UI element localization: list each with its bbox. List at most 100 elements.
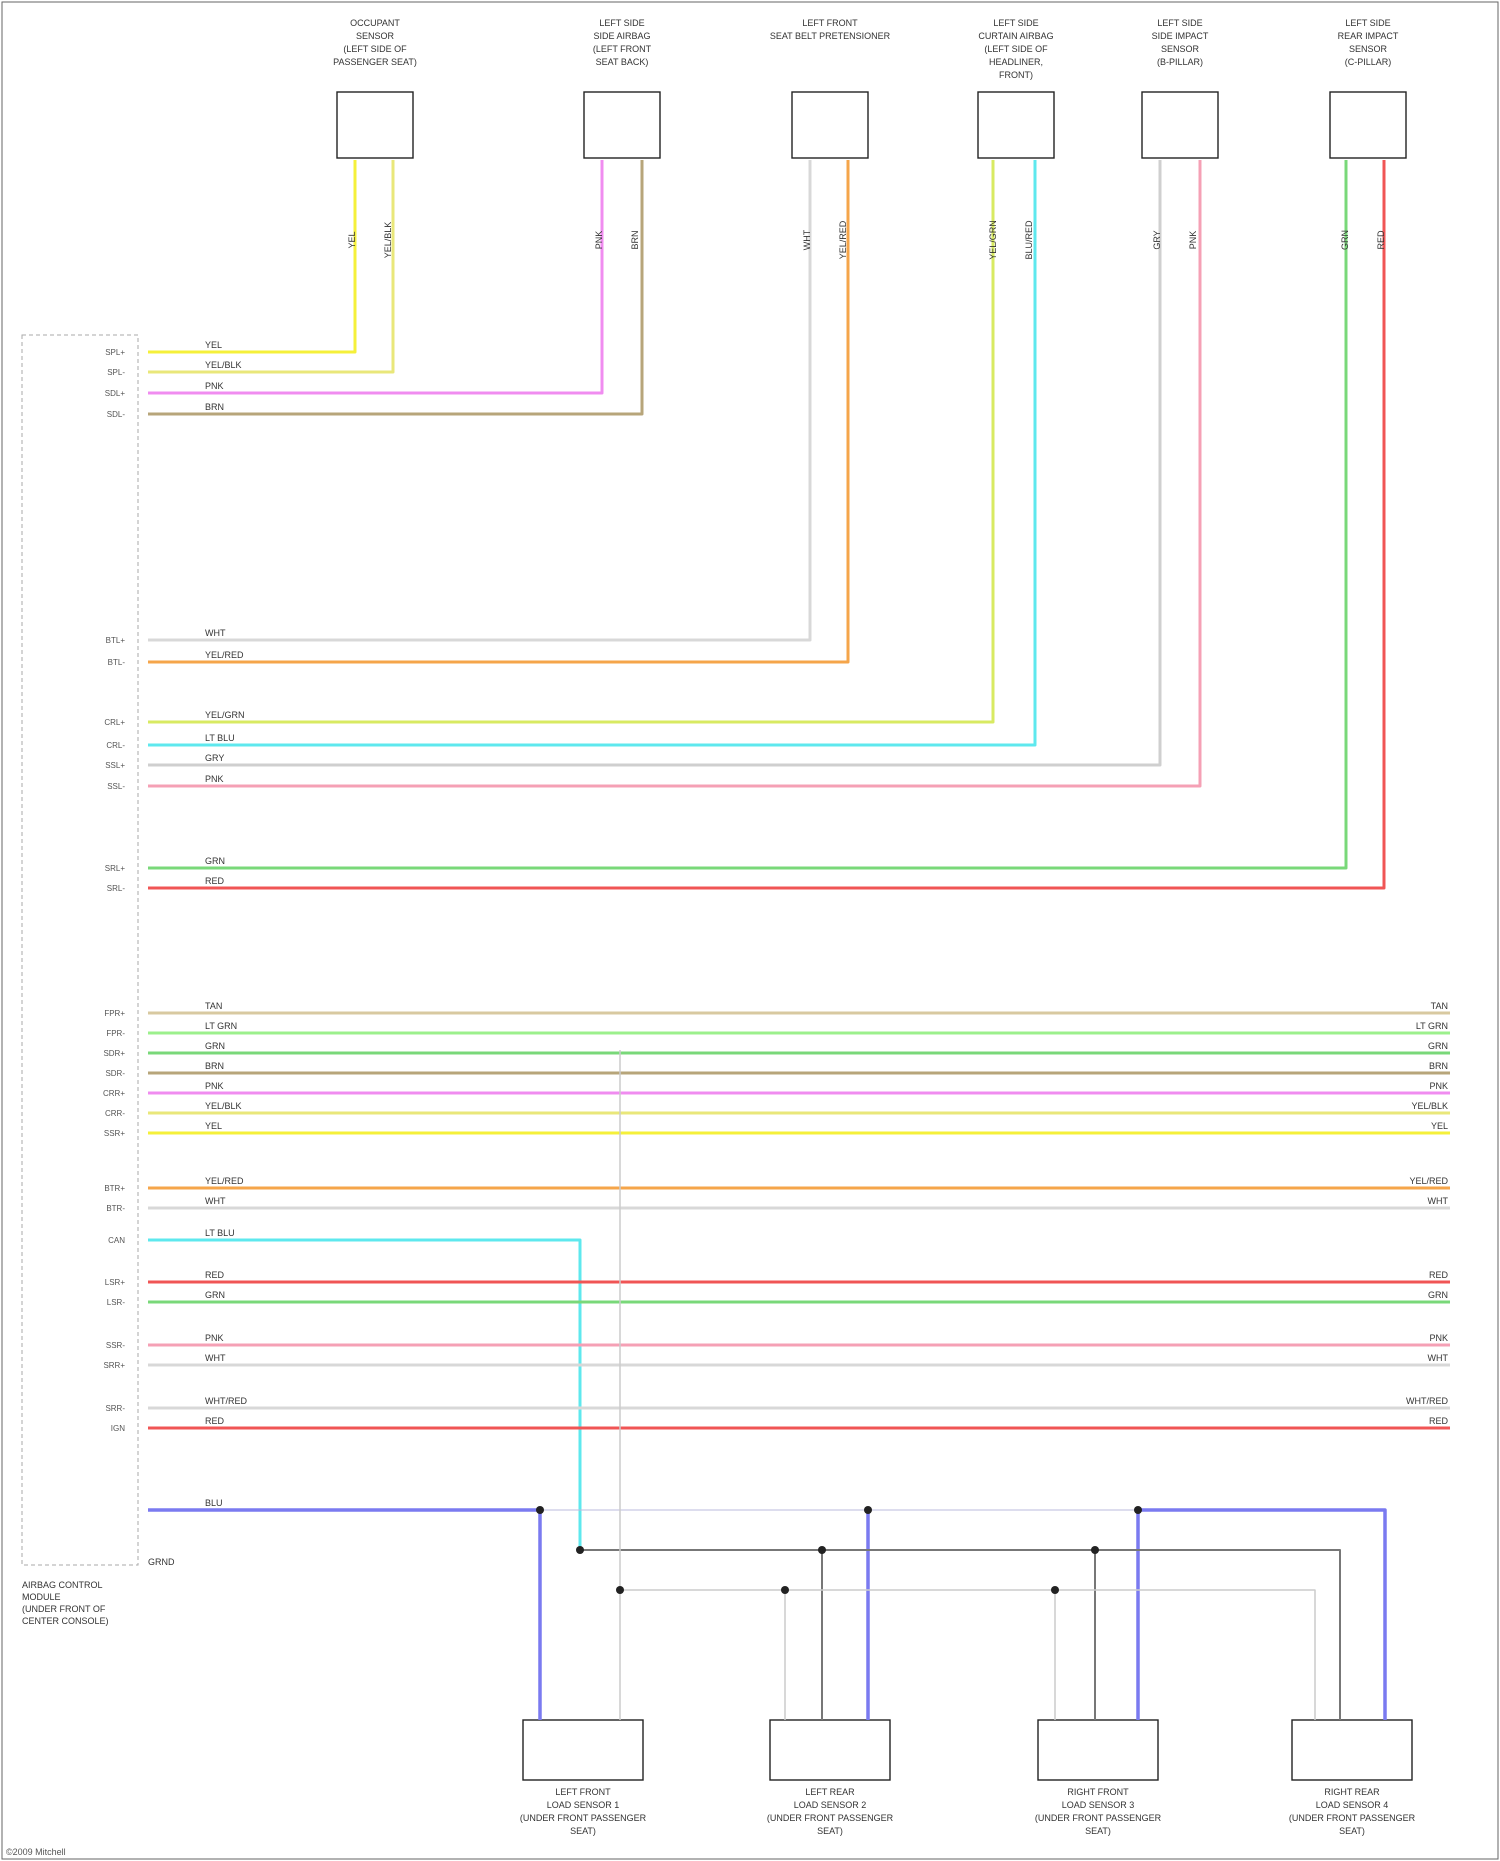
lower-wire-left-label: GRN — [205, 1290, 225, 1300]
top-component-label: SEAT BACK) — [596, 57, 649, 67]
upper-pin-name: CRL+ — [104, 718, 125, 727]
top-wire-label: YEL/RED — [838, 220, 848, 259]
load-sensor-label: (UNDER FRONT PASSENGER — [1035, 1813, 1162, 1823]
upper-pin-name: SSL- — [107, 782, 125, 791]
upper-wire-w1 — [148, 160, 355, 352]
lower-wire-right-label: YEL/BLK — [1411, 1101, 1448, 1111]
load-sensor-box — [1038, 1720, 1158, 1780]
top-component-label: (LEFT SIDE OF — [984, 44, 1048, 54]
top-component-label: LEFT SIDE — [1157, 18, 1202, 28]
load-sensor-label: SEAT) — [817, 1826, 843, 1836]
top-component-box — [792, 92, 868, 158]
splice-dot — [616, 1586, 624, 1594]
footer-text: ©2009 Mitchell — [6, 1847, 66, 1857]
module-label: AIRBAG CONTROL — [22, 1580, 103, 1590]
splice-dot — [576, 1546, 584, 1554]
top-component-label: OCCUPANT — [350, 18, 400, 28]
upper-wire-label: BRN — [205, 402, 224, 412]
upper-pin-name: SDL- — [107, 410, 126, 419]
lower-wire-right-label: GRN — [1428, 1290, 1448, 1300]
splice-dot — [536, 1506, 544, 1514]
top-wire-label: GRN — [1340, 230, 1350, 250]
lower-wire-right-label: WHT — [1428, 1353, 1449, 1363]
top-component-label: REAR IMPACT — [1338, 31, 1399, 41]
lower-wire-left-label: YEL — [205, 1121, 222, 1131]
top-component-label: LEFT SIDE — [993, 18, 1038, 28]
top-component-box — [1330, 92, 1406, 158]
top-component-label: FRONT) — [999, 70, 1033, 80]
lower-wire-right-label: WHT/RED — [1406, 1396, 1448, 1406]
top-wire-label: GRY — [1152, 230, 1162, 249]
upper-wire-w8 — [148, 160, 1035, 745]
module-label: MODULE — [22, 1592, 61, 1602]
lower-wire-left-label: LT BLU — [205, 1228, 235, 1238]
lower-pin-name: SRR- — [105, 1404, 125, 1413]
splice-dot — [781, 1586, 789, 1594]
top-wire-label: RED — [1376, 230, 1386, 250]
lower-wire-left-label: WHT/RED — [205, 1396, 247, 1406]
load-sensor-label: SEAT) — [1339, 1826, 1365, 1836]
upper-wire-label: YEL/GRN — [205, 710, 245, 720]
top-component-box — [337, 92, 413, 158]
top-wire-label: YEL/GRN — [988, 220, 998, 260]
lower-pin-name: CRR- — [105, 1109, 125, 1118]
top-wire-label: WHT — [802, 229, 812, 250]
black-branch-wire — [580, 1550, 1340, 1720]
load-sensor-box — [1292, 1720, 1412, 1780]
upper-pin-name: SDL+ — [105, 389, 126, 398]
lower-pin-name: LSR- — [107, 1298, 126, 1307]
blu-bus-wire — [1138, 1510, 1385, 1720]
splice-dot — [818, 1546, 826, 1554]
top-component-label: LEFT SIDE — [599, 18, 644, 28]
top-component-label: SENSOR — [1161, 44, 1200, 54]
load-sensor-label: LEFT REAR — [805, 1787, 855, 1797]
load-sensor-label: (UNDER FRONT PASSENGER — [520, 1813, 647, 1823]
top-component-label: HEADLINER, — [989, 57, 1043, 67]
lower-wire-left-label: WHT — [205, 1353, 226, 1363]
upper-pin-name: SPL+ — [105, 348, 125, 357]
top-component-label: SENSOR — [356, 31, 395, 41]
lower-wire-left-label: PNK — [205, 1081, 224, 1091]
load-sensor-label: (UNDER FRONT PASSENGER — [767, 1813, 894, 1823]
top-component-label: SENSOR — [1349, 44, 1388, 54]
upper-wire-label: RED — [205, 876, 225, 886]
load-sensor-label: (UNDER FRONT PASSENGER — [1289, 1813, 1416, 1823]
lower-wire-left-label: YEL/BLK — [205, 1101, 242, 1111]
top-component-box — [978, 92, 1054, 158]
load-sensor-label: LOAD SENSOR 1 — [547, 1800, 620, 1810]
upper-wire-w3 — [148, 160, 602, 393]
lower-wire-right-label: BRN — [1429, 1061, 1448, 1071]
upper-pin-name: BTL- — [108, 658, 126, 667]
lower-wire-left-label: GRN — [205, 1041, 225, 1051]
top-component-label: (C-PILLAR) — [1345, 57, 1392, 67]
lower-wire-left-label: TAN — [205, 1001, 222, 1011]
load-sensor-label: LEFT FRONT — [555, 1787, 611, 1797]
top-component-label: SIDE IMPACT — [1152, 31, 1209, 41]
lower-wire-right-label: TAN — [1431, 1001, 1448, 1011]
lower-wire-right-label: RED — [1429, 1270, 1449, 1280]
lower-wire-left-label: RED — [205, 1270, 225, 1280]
lower-wire-right-label: PNK — [1429, 1333, 1448, 1343]
load-sensor-box — [523, 1720, 643, 1780]
top-component-label: SIDE AIRBAG — [593, 31, 650, 41]
top-wire-label: BLU/RED — [1024, 220, 1034, 260]
splice-dot — [864, 1506, 872, 1514]
lower-pin-name: SDR+ — [103, 1049, 125, 1058]
splice-dot — [1091, 1546, 1099, 1554]
load-sensor-label: LOAD SENSOR 2 — [794, 1800, 867, 1810]
lower-pin-name: LSR+ — [105, 1278, 126, 1287]
upper-wire-label: YEL — [205, 340, 222, 350]
upper-pin-name: CRL- — [106, 741, 125, 750]
lower-pin-name: SSR- — [106, 1341, 125, 1350]
lower-pin-name: FPR+ — [104, 1009, 125, 1018]
upper-pin-name: SRL+ — [105, 864, 126, 873]
lower-wire-right-label: GRN — [1428, 1041, 1448, 1051]
upper-wire-w9 — [148, 160, 1160, 765]
lower-wire-right-label: LT GRN — [1416, 1021, 1448, 1031]
load-sensor-label: LOAD SENSOR 4 — [1316, 1800, 1389, 1810]
lower-pin-name: SRR+ — [103, 1361, 125, 1370]
upper-wire-label: WHT — [205, 628, 226, 638]
upper-wire-label: YEL/RED — [205, 650, 244, 660]
